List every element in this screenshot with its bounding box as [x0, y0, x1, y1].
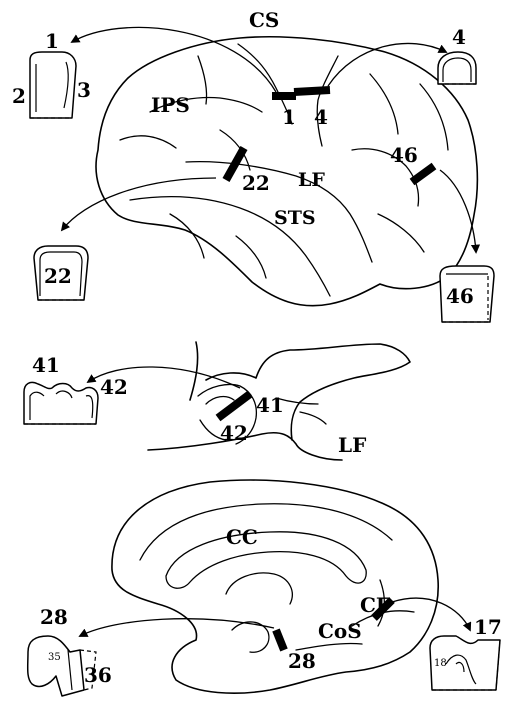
- inset-label-28: 28: [40, 605, 68, 629]
- lateral-gyrus-line: [198, 56, 207, 104]
- label-ips: IPS: [151, 93, 190, 117]
- inset-label-17: 17: [474, 615, 502, 639]
- inset-label-4: 4: [452, 25, 466, 49]
- inset-area-46: 46: [440, 266, 494, 322]
- sylvian-fissure-view: 41 42 LF: [88, 342, 410, 460]
- lateral-brain-view: CS IPS LF STS 1 4 22 46: [62, 8, 477, 306]
- cut-marker-area-4: [294, 90, 330, 92]
- inset-label-42: 42: [100, 375, 128, 399]
- arrow-area-17: [392, 598, 470, 630]
- lateral-gyrus-line: [420, 84, 448, 150]
- label-cf: CF: [360, 593, 390, 617]
- cut-marker-area-41-42: [218, 394, 250, 418]
- precentral-sulcus: [317, 56, 338, 146]
- inset-label-3: 3: [77, 78, 91, 102]
- label-area-1: 1: [282, 105, 296, 129]
- inset-area-17-18: 17 18: [430, 615, 502, 690]
- arrow-area-4: [328, 43, 446, 86]
- medial-brain-outline: [112, 480, 438, 693]
- arrow-area-46: [440, 170, 476, 252]
- lateral-gyrus-line: [370, 74, 398, 134]
- cut-marker-area-46: [412, 166, 434, 182]
- inset-area-41-42: 41 42: [24, 353, 128, 424]
- label-area-46: 46: [390, 143, 418, 167]
- lateral-gyrus-line: [378, 214, 424, 252]
- inset-area-1: 1 2 3: [12, 29, 91, 118]
- corpus-callosum: [166, 532, 366, 588]
- cut-marker-area-28: [276, 630, 284, 650]
- label-area-41: 41: [256, 393, 284, 417]
- lateral-gyrus-line: [120, 136, 176, 148]
- sylvian-inner-line: [300, 412, 326, 424]
- sylvian-inner-line: [206, 397, 234, 404]
- label-cs: CS: [249, 8, 279, 32]
- inset-label-46: 46: [446, 284, 474, 308]
- label-cos: CoS: [318, 619, 362, 643]
- label-cc: CC: [226, 525, 258, 549]
- label-lf-lateral: LF: [298, 169, 325, 191]
- arrow-area-28: [80, 619, 274, 636]
- fornix: [226, 573, 292, 604]
- label-sts: STS: [274, 207, 316, 229]
- label-area-4: 4: [314, 105, 328, 129]
- label-area-22: 22: [242, 171, 270, 195]
- medial-brain-view: CC CF CoS 28: [80, 480, 470, 693]
- inset-label-2: 2: [12, 84, 26, 108]
- inset-label-36: 36: [84, 663, 112, 687]
- inset-label-18: 18: [434, 658, 447, 669]
- inset-label-1: 1: [45, 29, 59, 53]
- inset-label-35: 35: [48, 652, 61, 663]
- inset-area-4: 4: [438, 25, 476, 84]
- label-lf-sylvian: LF: [338, 433, 366, 457]
- inset-label-22: 22: [44, 264, 72, 288]
- label-area-42: 42: [220, 421, 248, 445]
- label-area-28: 28: [288, 649, 316, 673]
- inset-area-28: 28 35 36: [28, 605, 112, 696]
- inset-area-22: 22: [34, 246, 88, 300]
- inset-label-41: 41: [32, 353, 60, 377]
